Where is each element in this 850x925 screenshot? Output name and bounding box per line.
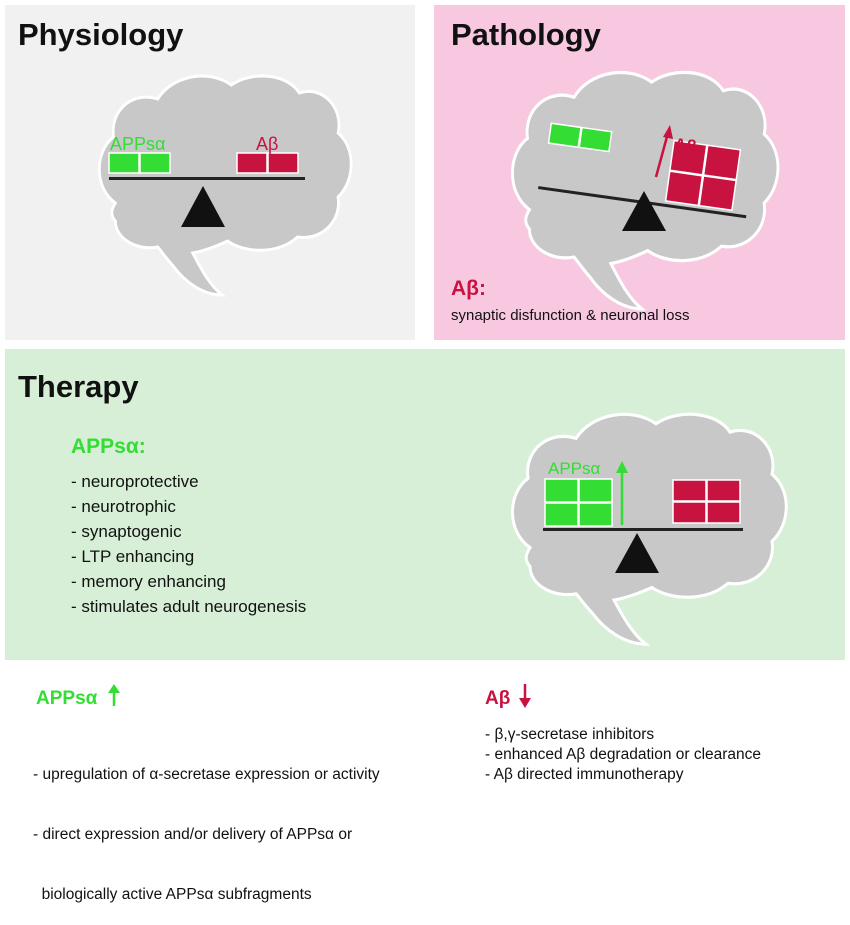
bottom-right-title-text: Aβ: [485, 688, 511, 709]
physiology-brain-diagram: APPsα Aβ: [97, 74, 353, 297]
bottom-left-title-text: APPsα: [36, 688, 98, 709]
bottom-right-title: Aβ: [485, 684, 532, 710]
pathology-effect-text: synaptic disfunction & neuronal loss: [451, 307, 690, 324]
pathology-panel: Pathology Aβ Aβ: synaptic disfunction & …: [434, 5, 845, 340]
list-item: - neurotrophic: [71, 497, 176, 516]
physiology-panel: Physiology APPsα Aβ: [5, 5, 415, 340]
pathology-title: Pathology: [451, 17, 601, 52]
appsalpha-blocks: [544, 478, 613, 527]
list-item: - direct expression and/or delivery of A…: [33, 826, 353, 843]
balance-beam: [543, 528, 743, 531]
up-arrow-icon: [107, 684, 120, 706]
list-item: - stimulates adult neurogenesis: [71, 597, 307, 616]
abeta-blocks: [236, 152, 299, 174]
bottom-left-list: - upregulation of α-secretase expression…: [33, 725, 380, 925]
therapy-list-title: APPsα:: [71, 435, 146, 458]
increase-arrow: [654, 132, 670, 178]
abeta-blocks: [664, 139, 742, 212]
list-item: - memory enhancing: [71, 572, 226, 591]
appsalpha-label: APPsα: [548, 459, 601, 478]
list-item: - enhanced Aβ degradation or clearance: [485, 746, 762, 763]
balance-beam: [109, 177, 305, 180]
therapy-brain-diagram: APPsα: [510, 412, 788, 646]
fulcrum-triangle: [622, 191, 666, 231]
therapy-title: Therapy: [18, 369, 139, 404]
pathology-brain-diagram: Aβ: [510, 70, 780, 311]
list-item: - Aβ directed immunotherapy: [485, 766, 684, 783]
appsalpha-blocks: [108, 152, 171, 174]
abeta-label: Aβ: [256, 134, 278, 154]
list-item: - neuroprotective: [71, 472, 199, 491]
list-item: biologically active APPsα subfragments: [33, 886, 312, 903]
abeta-blocks: [672, 479, 741, 524]
therapy-panel: Therapy APPsα: - neuroprotective - neuro…: [5, 349, 845, 660]
abeta-label: Aβ: [673, 134, 698, 156]
list-item: - LTP enhancing: [71, 547, 195, 566]
bottom-right-list: - β,γ-secretase inhibitors - enhanced Aβ…: [485, 725, 761, 785]
physiology-title: Physiology: [18, 17, 184, 52]
therapy-effects-list: - neuroprotective - neurotrophic - synap…: [71, 469, 306, 619]
fulcrum-triangle: [181, 186, 225, 227]
list-item: - synaptogenic: [71, 522, 182, 541]
list-item: - upregulation of α-secretase expression…: [33, 766, 380, 783]
list-item: - β,γ-secretase inhibitors: [485, 726, 655, 743]
down-arrow-icon: [518, 684, 531, 708]
appsalpha-label: APPsα: [110, 134, 165, 154]
pathology-effect-label: Aβ:: [451, 277, 486, 300]
fulcrum-triangle: [615, 533, 659, 573]
bottom-left-title: APPsα: [36, 684, 121, 710]
